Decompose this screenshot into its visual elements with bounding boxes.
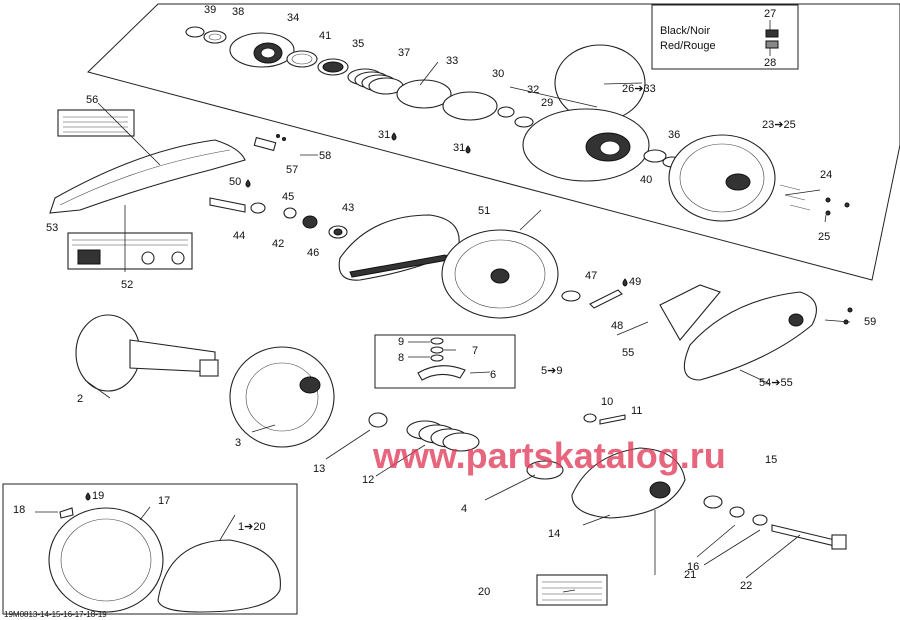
callout-26-33: 26➔33: [622, 83, 656, 95]
callout-45: 45: [282, 191, 294, 203]
callout-44: 44: [233, 230, 245, 242]
callout-19: 19: [92, 490, 104, 502]
callout-22: 22: [740, 580, 752, 592]
color-legend: Black/Noir Red/Rouge 27 28: [651, 4, 799, 70]
bolt-assembly: [703, 495, 847, 550]
watermark-text: www.partskatalog.ru: [372, 435, 726, 476]
callout-6: 6: [490, 369, 496, 381]
callout-20: 20: [478, 586, 490, 598]
callout-18: 18: [13, 504, 25, 516]
callout-37: 37: [398, 47, 410, 59]
callout-47: 47: [585, 270, 597, 282]
legend-ref-top: 27: [764, 8, 776, 20]
callout-40: 40: [640, 174, 652, 186]
legend-red-label: Red/Rouge: [660, 40, 716, 52]
pulley-housing: [659, 284, 853, 381]
callout-7: 7: [472, 345, 478, 357]
callout-2: 2: [77, 393, 83, 405]
callout-12: 12: [362, 474, 374, 486]
callout-42: 42: [272, 238, 284, 250]
callout-56: 56: [86, 94, 98, 106]
callout-30: 30: [492, 68, 504, 80]
callout-4: 4: [461, 503, 467, 515]
callout-38: 38: [232, 6, 244, 18]
outer-cover: [571, 447, 686, 519]
leader-lines: [35, 61, 851, 593]
black-connector-icon: [765, 29, 779, 38]
legend-ref-bottom: 28: [764, 57, 776, 69]
callout-8: 8: [398, 352, 404, 364]
callout-24: 24: [820, 169, 832, 181]
drive-belt: [338, 214, 460, 281]
callout-35: 35: [352, 38, 364, 50]
callout-33: 33: [446, 55, 458, 67]
detail-box-1-20: [2, 483, 298, 615]
callout-3: 3: [235, 437, 241, 449]
callout-23-25: 23➔25: [762, 119, 796, 131]
callout-54-55: 54➔55: [759, 377, 793, 389]
callout-36: 36: [668, 129, 680, 141]
callout-48: 48: [611, 320, 623, 332]
callout-51: 51: [478, 205, 490, 217]
callout-31a: 31: [378, 129, 390, 141]
callout-39: 39: [204, 4, 216, 16]
callout-55: 55: [622, 347, 634, 359]
callout-46: 46: [307, 247, 319, 259]
callout-11: 11: [631, 405, 642, 417]
callout-21: 21: [684, 569, 696, 581]
footer-code: 19M0813-14-15-16-17-18-19: [4, 610, 107, 619]
callout-32: 32: [527, 84, 539, 96]
callout-15: 15: [765, 454, 777, 466]
callout-57: 57: [286, 164, 298, 176]
callout-50: 50: [229, 176, 241, 188]
legend-black-label: Black/Noir: [660, 25, 710, 37]
driven-pulley: [441, 229, 623, 319]
callout-52: 52: [121, 279, 133, 291]
callout-13: 13: [313, 463, 325, 475]
part-callouts: 39 38 34 41 35 37 33 30 32 29 31 31 26➔3…: [13, 4, 876, 598]
callout-10: 10: [601, 396, 613, 408]
shaft-components: [209, 197, 348, 239]
callout-9: 9: [398, 336, 404, 348]
movable-sheave: [229, 346, 335, 448]
belt-guard: [49, 109, 286, 270]
callout-34: 34: [287, 12, 299, 24]
callout-49: 49: [629, 276, 641, 288]
callout-41: 41: [319, 30, 331, 42]
callout-31b: 31: [453, 142, 465, 154]
callout-59: 59: [864, 316, 876, 328]
red-connector-icon: [765, 40, 779, 49]
sheave-with-shaft: [75, 314, 219, 392]
callout-17: 17: [158, 495, 170, 507]
warning-label: [536, 574, 608, 606]
callout-5-9: 5➔9: [541, 365, 562, 377]
detail-box-5-9: [374, 334, 516, 389]
callout-14: 14: [548, 528, 560, 540]
callout-53: 53: [46, 222, 58, 234]
upper-assembly-frame: [87, 3, 900, 281]
callout-29: 29: [541, 97, 553, 109]
callout-58: 58: [319, 150, 331, 162]
pulley-upper-parts: [185, 26, 850, 222]
spring-and-washers: [368, 412, 626, 480]
callout-25: 25: [818, 231, 830, 243]
callout-43: 43: [342, 202, 354, 214]
callout-1-20: 1➔20: [238, 521, 266, 533]
sealant-drop-icons: [85, 132, 628, 501]
callout-16: 16: [687, 561, 699, 573]
